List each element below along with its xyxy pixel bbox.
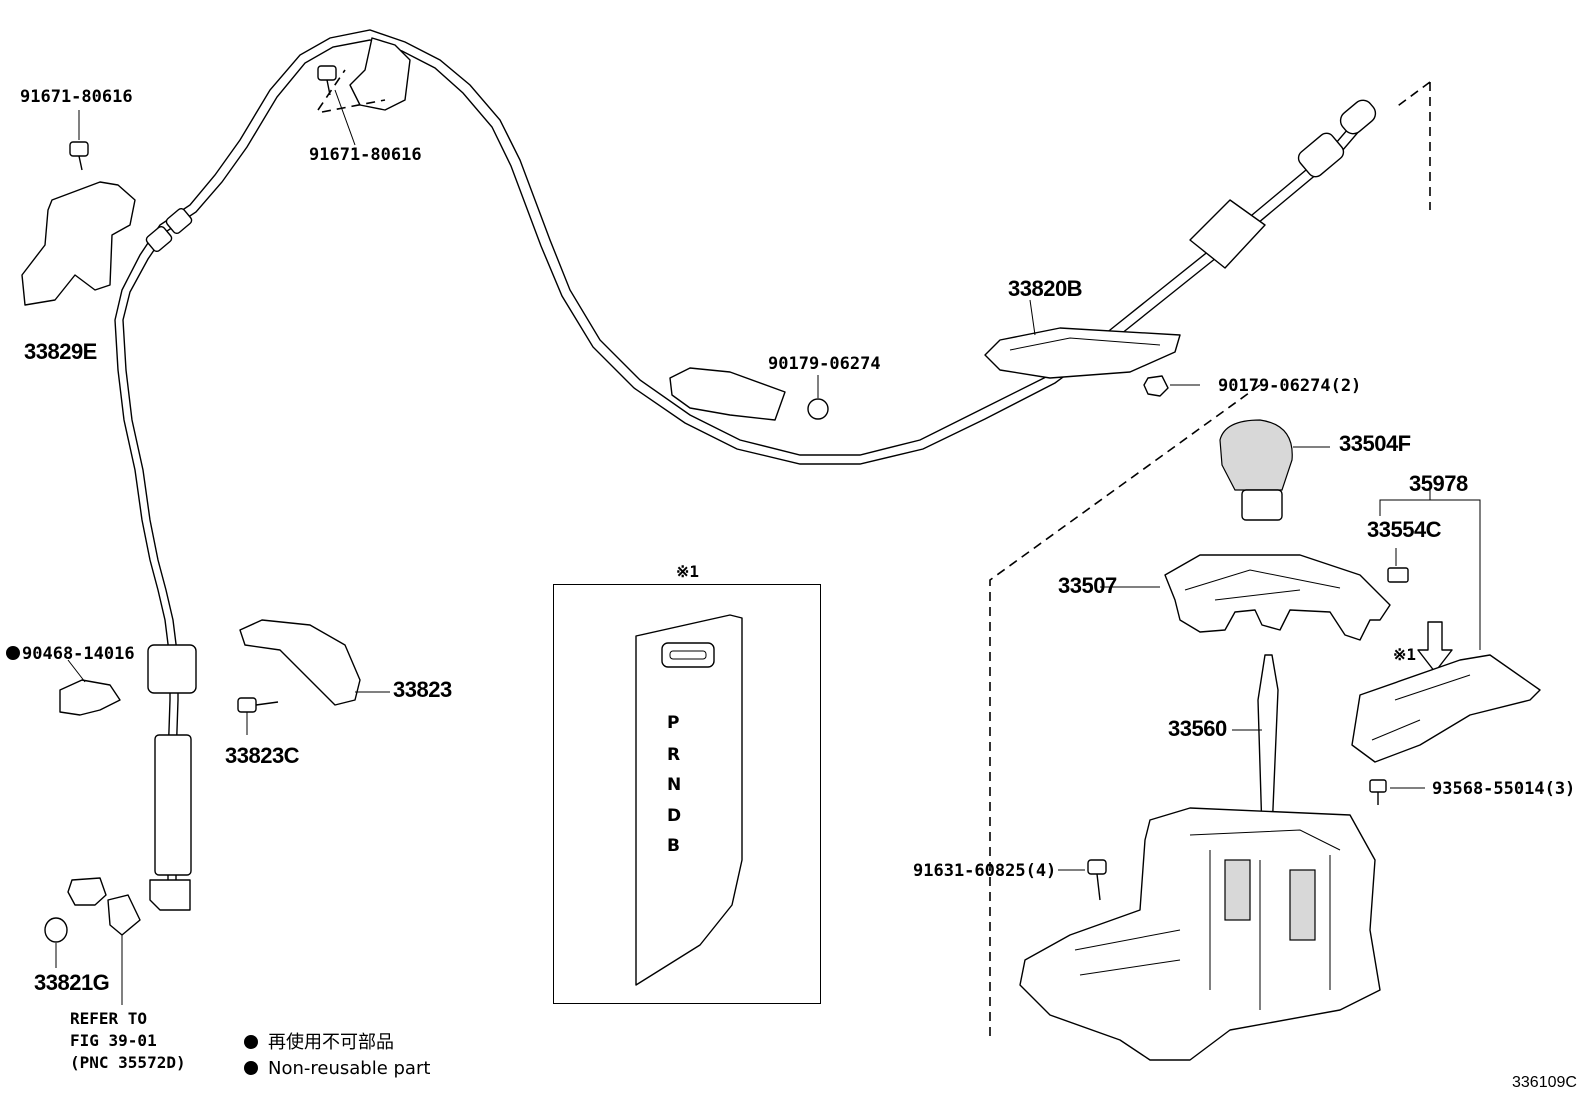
label-91671-mid: 91671-80616 — [309, 145, 422, 165]
legend-en: Non-reusable part — [244, 1056, 430, 1082]
label-33554c: 33554C — [1367, 517, 1442, 542]
clip-90468 — [59, 679, 121, 716]
non-reusable-dot — [6, 646, 20, 660]
cable-clamp-top — [349, 37, 411, 111]
retainer-33821g — [44, 877, 141, 1005]
label-91671-left: 91671-80616 — [20, 87, 133, 107]
label-33504f: 33504F — [1339, 431, 1411, 456]
shift-lever-33560 — [1019, 654, 1381, 1061]
legend-en-text: Non-reusable part — [268, 1058, 431, 1079]
refer-line-3: (PNC 35572D) — [70, 1053, 186, 1072]
label-90179-mid: 90179-06274 — [768, 354, 881, 374]
screw-93568 — [1369, 779, 1425, 805]
label-93568: 93568-55014(3) — [1432, 779, 1576, 799]
legend-dot-icon — [244, 1035, 258, 1049]
label-33507: 33507 — [1058, 573, 1117, 598]
gate-letter-b: B — [667, 836, 680, 856]
gate-letter-n: N — [667, 775, 682, 795]
indicator-housing-35978 — [1351, 654, 1541, 763]
shift-cable — [114, 29, 1377, 911]
box-ref-mark: ※1 — [676, 562, 700, 581]
nut-90179-2 — [1143, 375, 1169, 397]
assembly-outline — [989, 81, 1431, 1040]
plate-33507 — [1164, 554, 1391, 641]
label-90468: 90468-14016 — [6, 644, 135, 664]
bolt-91671-mid — [317, 65, 356, 146]
refer-line-2: FIG 39-01 — [70, 1031, 157, 1050]
legend-jp: 再使用不可部品 — [244, 1030, 430, 1056]
label-90179-2: 90179-06274(2) — [1218, 376, 1362, 396]
label-91631: 91631-60825(4) — [913, 861, 1057, 881]
clip-33554c — [1387, 548, 1409, 583]
gate-indicator-box — [553, 584, 821, 1004]
diagram-id: 336109C — [1512, 1074, 1577, 1091]
bolt-91671-left — [69, 110, 89, 171]
label-90468-text: 90468-14016 — [22, 644, 135, 664]
label-33821g: 33821G — [34, 970, 110, 995]
label-33829e: 33829E — [24, 339, 97, 364]
refer-note: REFER TO FIG 39-01 (PNC 35572D) — [70, 1008, 186, 1074]
bolt-91631 — [1058, 859, 1107, 901]
arrow-down — [1417, 621, 1453, 673]
label-33820b: 33820B — [1008, 276, 1083, 301]
gate-letter-r: R — [667, 745, 681, 765]
shift-knob-33504f — [1219, 419, 1330, 521]
label-33823c: 33823C — [225, 743, 300, 768]
legend: 再使用不可部品 Non-reusable part — [244, 1030, 430, 1082]
bracket-33829e — [21, 181, 136, 306]
legend-jp-text: 再使用不可部品 — [268, 1032, 394, 1053]
label-33560: 33560 — [1168, 716, 1227, 741]
bracket-33823 — [239, 619, 361, 706]
gate-letter-p: P — [667, 713, 680, 733]
arrow-ref-mark: ※1 — [1393, 645, 1417, 664]
legend-dot-icon — [244, 1061, 258, 1075]
bolt-33823c — [237, 697, 279, 735]
label-35978: 35978 — [1409, 471, 1468, 496]
nut-90179-mid — [807, 398, 829, 420]
cover-33820b — [984, 327, 1181, 379]
label-33823: 33823 — [393, 677, 452, 702]
refer-line-1: REFER TO — [70, 1009, 148, 1028]
gate-letter-d: D — [667, 806, 682, 826]
cable-bracket-mid — [669, 367, 786, 421]
